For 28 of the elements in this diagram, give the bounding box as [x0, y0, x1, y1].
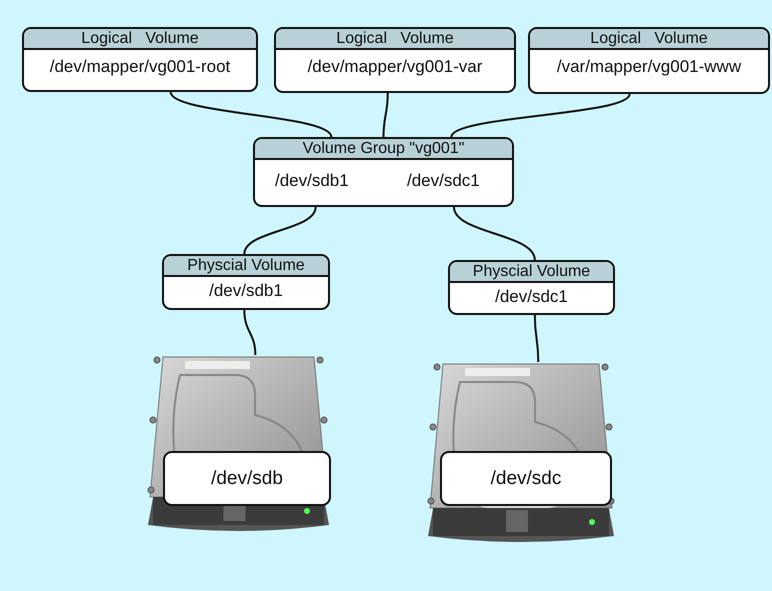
volume-header: Volume Group "vg001": [255, 139, 512, 160]
device-path: /dev/sdb1: [275, 171, 349, 191]
logical-volume-box: [274, 27, 516, 93]
volume-header: Logical Volume: [530, 29, 768, 50]
connector-line: [170, 91, 332, 138]
device-path: /dev/sdc1: [494, 287, 569, 307]
connector-line: [453, 206, 536, 260]
volume-group-box: [253, 137, 514, 207]
connector-line: [534, 314, 540, 362]
volume-header: Physcial Volume: [450, 262, 613, 283]
connector-line: [243, 206, 317, 254]
logical-volume-box: [22, 27, 258, 92]
device-path: /dev/sdc1: [407, 171, 480, 191]
logical-volume-box: [528, 27, 770, 94]
device-path: /dev/sdb1: [208, 281, 284, 301]
volume-header: Logical Volume: [24, 29, 256, 50]
drive-label: /dev/sdc: [440, 451, 612, 506]
physical-volume-box: [162, 254, 330, 310]
connector-line: [243, 310, 256, 356]
device-path: /dev/mapper/vg001-root: [48, 57, 232, 77]
volume-header: Physcial Volume: [164, 256, 328, 277]
connector-line: [450, 93, 630, 138]
connector-line: [382, 92, 389, 138]
device-path: /var/mapper/vg001-www: [556, 57, 742, 77]
volume-header: Logical Volume: [276, 29, 514, 50]
physical-volume-box: [448, 260, 615, 315]
device-path: /dev/mapper/vg001-var: [306, 57, 484, 77]
drive-label: /dev/sdb: [163, 451, 331, 506]
